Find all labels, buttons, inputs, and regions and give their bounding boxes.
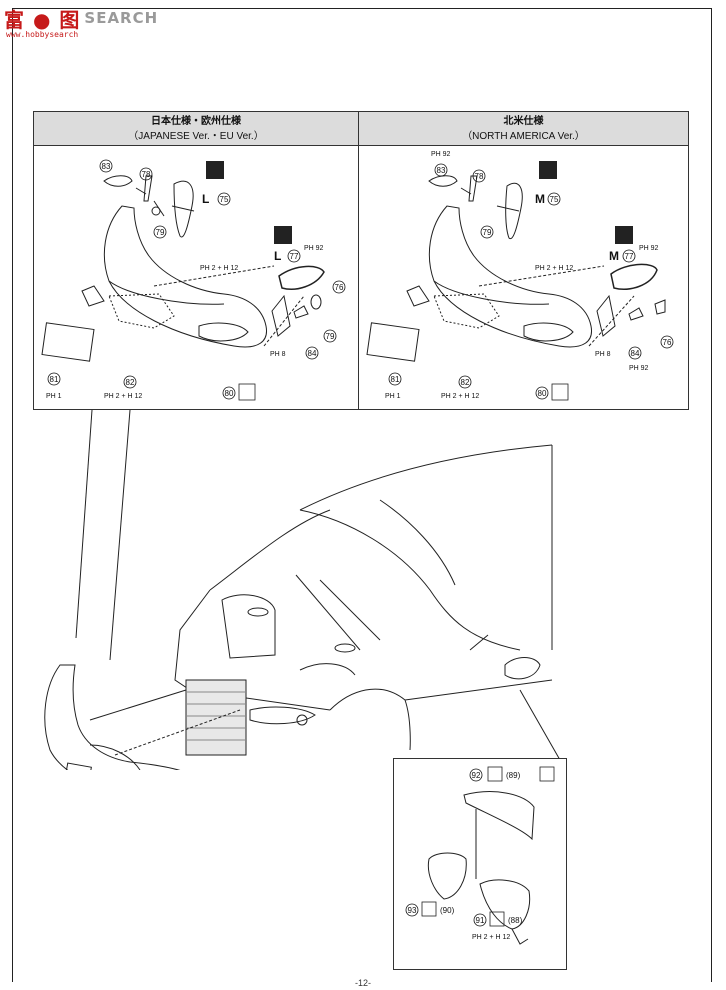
callout-82: 82 <box>126 378 135 387</box>
mirror-detail-inset: 92 (89) 93 (90) 91 (88) PH 2 + H 12 <box>393 758 567 970</box>
label-ph2-h12-lower: PH 2 + H 12 <box>104 393 142 400</box>
callout-79-lower: 79 <box>326 332 335 341</box>
label-ph8: PH 8 <box>595 351 611 358</box>
panel-title-cn: 日本仕様・欧州仕様 <box>151 116 241 127</box>
label-ph1: PH 1 <box>46 393 62 400</box>
callout-79-upper: 79 <box>156 228 165 237</box>
watermark: 富 ● 图 SEARCH <box>4 4 158 32</box>
label-ph2-h12-lower: PH 2 + H 12 <box>441 393 479 400</box>
callout-90: (90) <box>440 906 455 915</box>
page-border <box>12 8 712 982</box>
mirror-detail-drawing: 92 (89) 93 (90) 91 (88) PH 2 + H 12 <box>405 766 555 945</box>
callout-93: 93 <box>408 906 417 915</box>
callout-80: 80 <box>538 389 547 398</box>
callout-75: 75 <box>220 195 229 204</box>
label-ph2-h12: PH 2 + H 12 <box>535 265 573 272</box>
label-ph1: PH 1 <box>385 393 401 400</box>
label-ph92-top: PH 92 <box>431 151 451 158</box>
letter-m-lower: M <box>609 249 619 263</box>
label-ph2-h12: PH 2 + H 12 <box>200 265 238 272</box>
bumper-assembly-drawing-right: PH 92 83 78 M 75 79 M 77 PH 92 PH 2 + H … <box>366 151 674 401</box>
callout-75: 75 <box>550 195 559 204</box>
page-number: -12- <box>354 978 371 988</box>
label-ph8: PH 8 <box>270 351 286 358</box>
callout-78: 78 <box>475 172 484 181</box>
callout-78: 78 <box>142 170 151 179</box>
callout-76: 76 <box>335 283 344 292</box>
panel-north-america: 北米仕様 （NORTH AMERICA Ver.） PH 92 83 78 <box>358 111 689 410</box>
callout-84: 84 <box>631 349 640 358</box>
bumper-assembly-drawing-left: 83 78 L 75 79 L 77 PH 92 PH 2 + H 12 76 … <box>41 159 346 401</box>
panel-title-en: （NORTH AMERICA Ver.） <box>462 131 585 142</box>
car-body-drawing <box>44 410 561 770</box>
letter-m-upper: M <box>535 192 545 206</box>
callout-83: 83 <box>437 166 446 175</box>
letter-l-upper: L <box>202 192 209 206</box>
callout-81: 81 <box>50 375 59 384</box>
callout-83: 83 <box>102 162 111 171</box>
label-ph2-h12: PH 2 + H 12 <box>472 934 510 941</box>
panel-header-japan-eu: 日本仕様・欧州仕様 （JAPANESE Ver.・EU Ver.） <box>34 112 358 146</box>
callout-92: 92 <box>472 771 481 780</box>
callout-84: 84 <box>308 349 317 358</box>
label-ph92-lower: PH 92 <box>629 365 649 372</box>
callout-77: 77 <box>290 252 299 261</box>
letter-l-lower: L <box>274 249 281 263</box>
callout-82: 82 <box>461 378 470 387</box>
callout-81: 81 <box>391 375 400 384</box>
watermark-subtext: www.hobbysearch <box>6 30 79 39</box>
watermark-site-word: SEARCH <box>84 9 159 27</box>
callout-76: 76 <box>663 338 672 347</box>
label-ph92: PH 92 <box>304 245 324 252</box>
label-ph92: PH 92 <box>639 245 659 252</box>
callout-79: 79 <box>483 228 492 237</box>
callout-91: 91 <box>476 916 485 925</box>
watermark-logo: 富 ● 图 <box>4 7 81 32</box>
callout-80: 80 <box>225 389 234 398</box>
panel-title-en: （JAPANESE Ver.・EU Ver.） <box>128 131 264 142</box>
callout-88: (88) <box>508 916 523 925</box>
panel-header-north-america: 北米仕様 （NORTH AMERICA Ver.） <box>359 112 688 146</box>
panel-title-cn: 北米仕様 <box>503 116 544 127</box>
callout-89: (89) <box>506 771 521 780</box>
callout-77: 77 <box>625 252 634 261</box>
panel-japan-eu: 日本仕様・欧州仕様 （JAPANESE Ver.・EU Ver.） <box>33 111 359 410</box>
